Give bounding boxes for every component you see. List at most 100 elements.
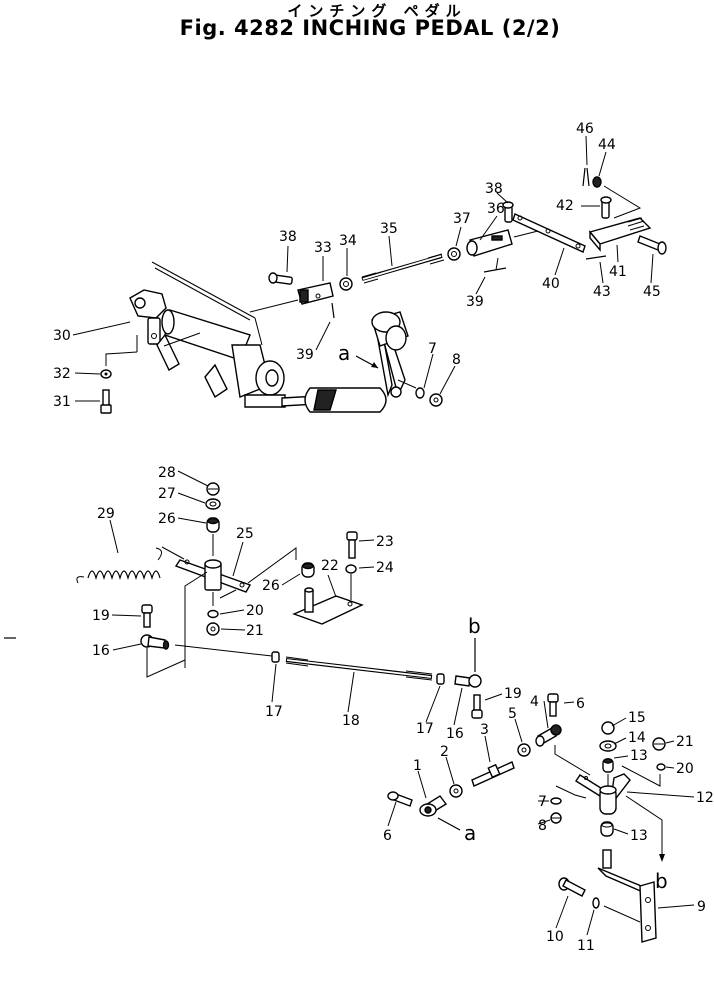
callout-41: 41 (609, 264, 627, 280)
callout-2: 2 (440, 744, 449, 760)
part-41-bracket[interactable] (588, 217, 652, 252)
part-26-bushing[interactable] (301, 562, 315, 578)
part-33-clevis[interactable] (297, 282, 334, 305)
leader (555, 895, 569, 929)
leader (271, 663, 277, 703)
frame-line (151, 261, 256, 319)
part-19-bolt[interactable] (141, 604, 153, 628)
leader (281, 573, 301, 586)
part-26-bushing[interactable] (206, 517, 220, 533)
part-40-link-plate[interactable] (512, 213, 586, 253)
callout-35: 35 (380, 221, 398, 237)
part-28-nut[interactable] (206, 482, 220, 496)
leader (665, 766, 675, 769)
part-3-adjuster[interactable] (471, 761, 515, 787)
part-24-washer[interactable] (345, 564, 357, 574)
pedal-shaft[interactable] (156, 309, 406, 413)
part-39-cotter-pin[interactable] (331, 302, 335, 319)
part-31-bolt[interactable] (100, 389, 112, 414)
part-20-washer[interactable] (656, 763, 666, 771)
part-12-lever[interactable] (575, 773, 631, 815)
part-27-washer[interactable] (205, 498, 221, 510)
arrow-a-label: a (464, 821, 476, 845)
leader (286, 245, 289, 273)
leader (484, 693, 503, 701)
part-45-pin[interactable] (637, 235, 667, 255)
callout-1: 1 (413, 758, 422, 774)
part-8-nut[interactable] (550, 812, 562, 824)
leader (650, 253, 654, 284)
leader (219, 589, 237, 599)
callout-20b: 20 (676, 761, 694, 777)
part-38-pin[interactable] (502, 201, 514, 223)
part-21-nut[interactable] (206, 622, 220, 636)
leader (513, 230, 539, 238)
callout-4: 4 (530, 694, 539, 710)
part-39-cotter-pin[interactable] (483, 267, 507, 273)
part-11-washer[interactable] (592, 897, 600, 909)
part-5-nut[interactable] (517, 743, 531, 757)
part-42-pin[interactable] (600, 196, 612, 219)
leader (445, 756, 455, 785)
part-18-rod[interactable] (285, 656, 433, 681)
leader (177, 470, 209, 487)
leader (219, 609, 245, 615)
part-34-nut[interactable] (339, 277, 353, 291)
callout-23: 23 (376, 534, 394, 550)
part-23-bolt[interactable] (346, 531, 358, 559)
arrow-b-label-lower: b (655, 869, 668, 893)
part-37-nut[interactable] (447, 247, 461, 261)
part-4-rod-end[interactable] (535, 724, 562, 747)
part-17-nut[interactable] (436, 673, 445, 685)
leader (453, 687, 463, 726)
part-9-bracket[interactable] (597, 849, 657, 943)
leader (417, 770, 427, 799)
part-43-cotter-pin[interactable] (585, 255, 607, 260)
part-21-nut[interactable] (652, 737, 666, 751)
lower-assembly: a b (383, 693, 714, 954)
part-36-clevis[interactable] (466, 229, 513, 257)
part-6-bolt[interactable] (547, 693, 559, 717)
part-22-bracket[interactable] (292, 587, 364, 625)
leader (599, 261, 604, 284)
pedal-pad[interactable] (371, 311, 409, 351)
part-7-washer[interactable] (550, 797, 562, 805)
frame-line (154, 267, 251, 321)
leader (613, 828, 629, 835)
part-10-bolt[interactable] (558, 877, 586, 897)
part-30-clamp[interactable] (129, 289, 167, 345)
part-19-bolt[interactable] (471, 694, 483, 719)
callout-44: 44 (598, 137, 616, 153)
part-7-washer[interactable] (415, 387, 425, 399)
leader (105, 351, 138, 366)
callout-17b: 17 (416, 721, 434, 737)
part-17-nut[interactable] (271, 651, 280, 663)
arrow-a-label: a (338, 341, 350, 365)
part-35-rod[interactable] (361, 253, 445, 284)
part-15-nut[interactable] (601, 721, 615, 735)
callout-6b: 6 (383, 828, 392, 844)
part-44-washer[interactable] (592, 176, 602, 188)
part-2-nut[interactable] (449, 784, 463, 798)
leader (657, 904, 695, 909)
part-25-lever[interactable] (174, 559, 252, 593)
part-20-washer[interactable] (207, 609, 219, 619)
part-32-washer[interactable] (100, 369, 112, 379)
callout-8: 8 (452, 352, 461, 368)
part-29-spring[interactable] (76, 547, 162, 584)
leader (358, 539, 375, 542)
callout-38: 38 (485, 181, 503, 197)
leader (495, 257, 499, 271)
part-6-bolt[interactable] (387, 791, 413, 807)
part-46-cotter-pin[interactable] (582, 167, 590, 187)
part-14-washer[interactable] (599, 740, 617, 752)
part-13-bushing[interactable] (600, 821, 614, 837)
callout-8b: 8 (538, 818, 547, 834)
part-8-nut[interactable] (429, 393, 443, 407)
part-1-rod-end[interactable] (419, 795, 448, 817)
part-16-rod-end[interactable] (454, 674, 482, 688)
leader (439, 365, 456, 395)
part-38-pin[interactable] (268, 272, 293, 285)
part-16-rod-end[interactable] (140, 634, 170, 650)
part-13-bushing[interactable] (602, 758, 614, 773)
